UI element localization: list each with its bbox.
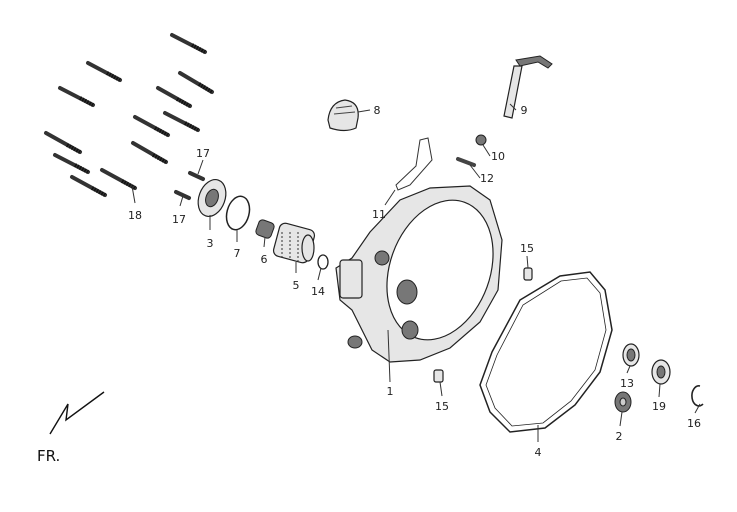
bolt bbox=[53, 153, 90, 174]
small-o-ring bbox=[317, 254, 329, 270]
part-label-19: 19 bbox=[652, 400, 666, 413]
bolt bbox=[170, 33, 207, 54]
part-label-2: 2 bbox=[616, 430, 623, 443]
part-label-10: 10 bbox=[491, 150, 505, 163]
part-label-11: 11 bbox=[372, 208, 386, 221]
part-label-15: 15 bbox=[435, 400, 449, 413]
part-label-5: 5 bbox=[293, 279, 300, 292]
oil-filter bbox=[272, 222, 316, 264]
oil-seal bbox=[622, 343, 640, 367]
part-label-13: 13 bbox=[620, 377, 634, 390]
front-label: FR. bbox=[37, 447, 60, 465]
part-labels: 1 2 3 4 5 6 7 8 9 10 11 12 13 14 15 15 1… bbox=[128, 104, 701, 459]
leader-lines bbox=[131, 103, 701, 442]
part-label-1: 1 bbox=[387, 385, 394, 398]
bolt bbox=[100, 168, 137, 190]
part-label-6: 6 bbox=[261, 253, 268, 266]
bolt bbox=[58, 86, 95, 107]
dowel-pin bbox=[433, 369, 444, 383]
inspection-cap bbox=[327, 99, 359, 132]
front-arrow-icon bbox=[49, 391, 105, 435]
shaft bbox=[503, 55, 553, 119]
circlip bbox=[691, 385, 704, 407]
dowel-pin bbox=[456, 157, 476, 167]
bracket bbox=[395, 137, 433, 191]
bearing bbox=[651, 359, 671, 385]
part-label-9: 9 bbox=[521, 104, 528, 117]
crankcase-cover bbox=[335, 185, 503, 363]
bolt bbox=[133, 115, 170, 137]
part-label-7: 7 bbox=[234, 247, 241, 260]
part-label-14: 14 bbox=[311, 285, 325, 298]
bolt-set bbox=[44, 33, 214, 197]
oil-filter-cap bbox=[197, 179, 227, 217]
dowel-pin bbox=[523, 267, 533, 281]
part-label-18: 18 bbox=[128, 209, 142, 222]
bolt bbox=[70, 175, 107, 197]
bolt bbox=[156, 86, 192, 108]
front-direction-indicator: FR. bbox=[37, 391, 105, 465]
part-label-15: 15 bbox=[520, 242, 534, 255]
bolt bbox=[163, 111, 200, 132]
bolt bbox=[131, 141, 168, 164]
part-label-16: 16 bbox=[687, 417, 701, 430]
o-ring bbox=[225, 195, 251, 231]
part-label-17: 17 bbox=[172, 213, 186, 226]
part-label-8: 8 bbox=[374, 104, 381, 117]
part-label-3: 3 bbox=[207, 237, 214, 250]
small-bolt bbox=[188, 171, 205, 181]
bearing bbox=[614, 391, 632, 413]
spring-clip bbox=[475, 134, 487, 146]
part-label-12: 12 bbox=[480, 172, 494, 185]
bolt bbox=[178, 71, 214, 94]
gasket bbox=[479, 271, 613, 433]
bolt bbox=[44, 131, 82, 154]
small-bolt bbox=[174, 190, 191, 200]
bolt bbox=[86, 61, 122, 82]
part-label-4: 4 bbox=[535, 446, 542, 459]
spring bbox=[255, 219, 275, 239]
part-label-17: 17 bbox=[196, 147, 210, 160]
